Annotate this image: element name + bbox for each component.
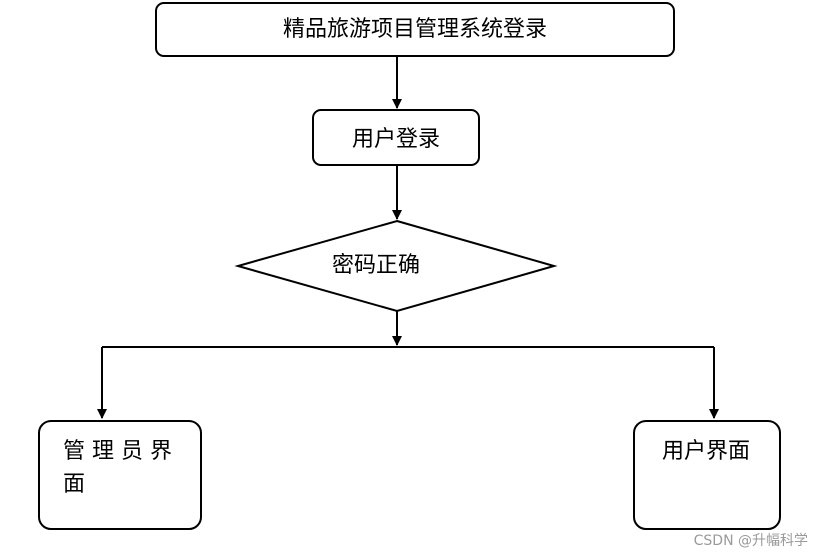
user-interface-box [633, 420, 781, 530]
user-interface-label: 用户界面 [662, 439, 750, 464]
decision-label: 密码正确 [332, 253, 420, 278]
admin-interface-label-line2: 面 [63, 472, 85, 497]
title-label: 精品旅游项目管理系统登录 [283, 17, 547, 42]
admin-interface-label-line1: 管 理 员 界 [63, 439, 172, 464]
title-box [155, 2, 675, 57]
watermark: CSDN @升幅科学 [694, 533, 808, 549]
login-label: 用户登录 [352, 127, 440, 152]
admin-interface-box [38, 420, 202, 530]
